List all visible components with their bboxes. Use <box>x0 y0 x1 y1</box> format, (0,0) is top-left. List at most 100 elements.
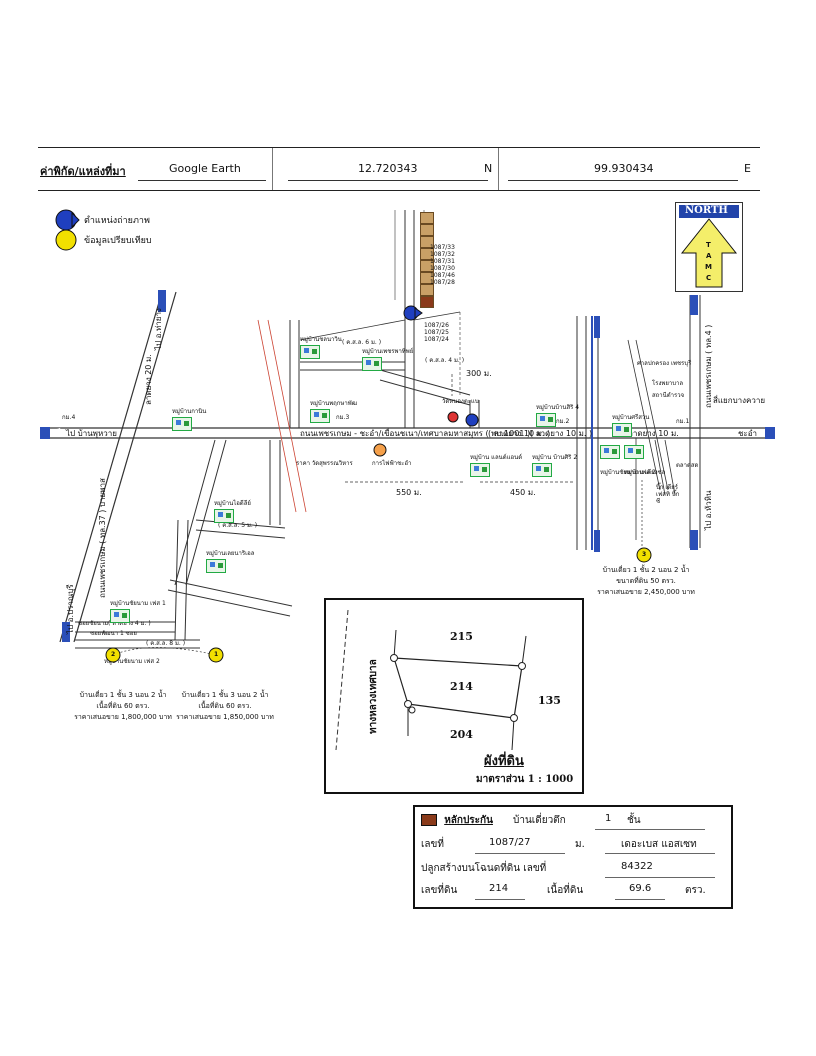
village-icon <box>600 445 620 459</box>
road-end-marker <box>690 530 698 550</box>
comparison-3-info: บ้านเดี่ยว 1 ชั้น 2 นอน 2 น้ำ ขนาดที่ดิน… <box>597 566 695 596</box>
comparison-marker-3-icon <box>636 547 652 563</box>
comparison-marker-icon <box>55 229 77 251</box>
village-icon <box>532 463 552 477</box>
guarantee-value: บ้านเดี่ยวตึก <box>513 815 566 826</box>
village-kanin: หมู่บ้านกานิน <box>172 398 206 431</box>
road-end-marker <box>690 295 698 315</box>
latitude-dir: N <box>484 162 493 175</box>
source-value: Google Earth <box>169 162 241 175</box>
km2-label: กม.2 <box>556 418 570 425</box>
main-road-pave2-label: ( ลาดยาง 10 ม. ) <box>530 429 593 438</box>
railway-left <box>257 319 307 513</box>
main-road-label: ถนนเพชรเกษม - ชะอำ/เขื่อนชเนา/เทศบาลมหาส… <box>300 429 531 438</box>
comparison-marker-1-icon <box>208 647 224 663</box>
photo-marker-icon <box>465 413 479 427</box>
comparison-marker-1-number: 1 <box>214 651 219 658</box>
road-end-marker <box>62 622 70 642</box>
subject-photo-marker-icon <box>403 305 423 321</box>
village-value: เดอะเบส แอสเซท <box>621 839 697 850</box>
village-sitthi: หมู่บ้านเลยนาริเอล <box>206 540 254 573</box>
moo-label: ม. <box>575 839 585 850</box>
village-chayen1: หมู่บ้านชัยนาม เฟส 1 <box>110 590 166 623</box>
distance-lines <box>345 374 575 483</box>
main-road-pave-label: ( ลาดยาง 10 ม. ) <box>488 429 551 438</box>
village-icon <box>206 559 226 573</box>
road-width-4: ( ค.ส.ล. 4 ม. ) <box>425 357 465 364</box>
north-letter-a: A <box>706 252 712 260</box>
coordinate-header: ค่าพิกัด/แหล่งที่มา Google Earth 12.7203… <box>38 147 760 191</box>
house-no-label: เลขที่ <box>421 839 444 850</box>
road-end-label: ◄ <box>54 425 61 434</box>
site-plan-road-label: ทางหลวงเทศบาล <box>368 659 379 734</box>
temple-label: วัดหนองตะแบ <box>442 398 479 405</box>
house-no-value: 1087/27 <box>489 837 531 848</box>
village-icon <box>214 509 234 523</box>
laterite-20-label: ลาดยาง 20 ม. <box>144 354 153 405</box>
floors-value: 1 <box>605 813 612 824</box>
floors-unit: ชั้น <box>627 815 641 826</box>
temple-price-label: ราคา วัดสุพรรณวิหาร <box>296 460 353 467</box>
village-baan-tong: หมู่บ้านไอดีลีย์ <box>214 490 251 523</box>
bigc-label: บิ๊ก เดียร์ เฟสทิ บิ๊กซี <box>656 484 680 505</box>
village-icon <box>172 417 192 431</box>
house-icon <box>420 224 434 236</box>
village-baan-aun: หมู่บ้าน แลนด์แอนด์ <box>470 444 522 477</box>
detail-row-deed: ปลูกสร้างบนโฉนดที่ดิน เลขที่ 84322 <box>421 861 725 876</box>
village-chayen2: หมู่บ้านชัยนาม เฟส 2 <box>104 658 160 665</box>
plot-214: 214 <box>450 680 473 693</box>
subject-house-icon <box>420 296 434 308</box>
north-letter-m: M <box>705 263 712 271</box>
soi-chayen-label: ซอยชัยนาม <box>78 620 109 627</box>
village-the-base: หมู่บ้านเพชรพาทิพย์ <box>362 338 413 371</box>
village-icon <box>300 345 320 359</box>
site-plan: 215 214 135 204 ทางหลวงเทศบาล ผังที่ดิน … <box>324 598 584 794</box>
petchkasem-bypass-label: ถนนเพชรเกษม ( ทล.37 ) บายพาส <box>98 478 107 598</box>
sam-yaek-label: สี่แยกบางควาย <box>713 396 766 405</box>
road-end-marker <box>594 530 600 552</box>
north-letter-c: C <box>706 274 712 282</box>
detail-row-house-no: เลขที่ 1087/27 ม. เดอะเบส แอสเซท <box>421 837 725 852</box>
underline <box>475 899 525 900</box>
north-arrow: NORTH T A M C <box>675 202 743 292</box>
deed-value: 84322 <box>621 861 653 872</box>
village-icon <box>110 609 130 623</box>
deed-label: ปลูกสร้างบนโฉนดที่ดิน เลขที่ <box>421 863 547 874</box>
plot-204: 204 <box>450 728 473 741</box>
road-width-6: ( ค.ส.ล. 6 ม. ) <box>342 339 382 346</box>
village-icon <box>536 413 556 427</box>
house-icon <box>420 284 434 296</box>
photo-arrow-icon <box>71 211 80 229</box>
comparison-marker-3-number: 3 <box>642 551 647 558</box>
market-label: ตลาดสด <box>676 462 699 469</box>
distance-300: 300 ม. <box>466 369 492 378</box>
hospital-label: โรงพยาบาล <box>652 380 684 387</box>
village-icon <box>612 423 632 437</box>
legend-markers <box>55 209 80 251</box>
village-icon <box>362 357 382 371</box>
area-value: 69.6 <box>629 883 652 894</box>
distance-550: 550 ม. <box>396 488 422 497</box>
village-icon <box>470 463 490 477</box>
village-baan-lake: หมู่บ้าน เคียงชล <box>624 445 665 478</box>
house-number-list-2: 1087/26 1087/25 1087/24 <box>424 322 449 343</box>
longitude-value: 99.930434 <box>594 162 654 175</box>
guarantee-swatch-icon <box>421 814 437 826</box>
detail-row-guarantee: หลักประกัน บ้านเดี่ยวตึก 1 ชั้น <box>421 813 725 828</box>
village-patsadu: หมู่บ้านชลนาวิน <box>300 326 342 359</box>
legend-photo-position: ตำแหน่งถ่ายภาพ <box>84 216 150 226</box>
north-label: NORTH <box>685 205 728 216</box>
village-sammakorn: หมู่บ้านบ้านสิริ 4 <box>536 394 579 427</box>
comparison-2-info: บ้านเดี่ยว 1 ชั้น 3 นอน 2 น้ำ เนื้อที่ดิ… <box>74 691 172 721</box>
road-width-8: ( ค.ส.ล. 8 ม. ) <box>146 640 186 647</box>
to-hua-hin-label: ไป อ.หัวหิน <box>704 490 713 531</box>
north-letter-t: T <box>706 241 711 249</box>
village-pradit: หมู่บ้านพฤกษาพัฒ <box>310 390 357 423</box>
village-siamese: หมู่บ้านชัยนาม เฟส 2 <box>600 445 656 478</box>
house-icon <box>420 272 434 284</box>
road-width-5: ( ค.ส.ล. 5 ม. ) <box>218 522 258 529</box>
source-underline <box>138 180 266 181</box>
road-end-marker <box>765 427 775 439</box>
underline <box>595 829 705 830</box>
